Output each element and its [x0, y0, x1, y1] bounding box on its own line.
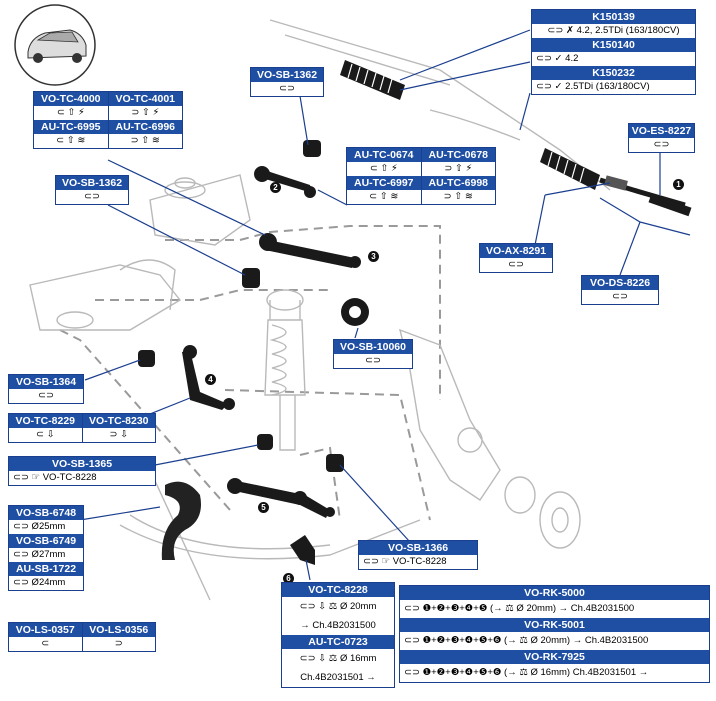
- tc8228-code[interactable]: VO-TC-8228: [282, 583, 394, 597]
- tc6995-desc: ⊂ ⇧ ≋: [34, 134, 108, 148]
- sb1364-code[interactable]: VO-SB-1364: [9, 375, 83, 389]
- sb1722-code[interactable]: AU-SB-1722: [9, 562, 83, 576]
- leader-lines: [79, 29, 691, 581]
- tc0674-desc: ⊂ ⇧ ⚡: [347, 162, 421, 176]
- label-rk-group: VO-RK-5000 ⊂⊃ ❶+❷+❸+❹+❺ (→ ⚖ Ø 20mm) → C…: [399, 585, 710, 683]
- tc6998-code[interactable]: AU-TC-6998: [420, 176, 495, 190]
- tc8228-desc1: ⊂⊃ ⇩ ⚖ Ø 20mm: [282, 597, 394, 617]
- ax8291-desc: ⊂⊃: [480, 258, 552, 272]
- sb1366-desc: ⊂⊃ ☞ VO-TC-8228: [359, 555, 477, 569]
- sb6749-desc: ⊂⊃ Ø27mm: [9, 548, 83, 562]
- label-k150-group: K150139 ⊂⊃ ✗ 4.2, 2.5TDi (163/180CV) K15…: [531, 9, 696, 95]
- tc8230-desc: ⊃ ⇩: [81, 428, 155, 442]
- es8227-code[interactable]: VO-ES-8227: [629, 124, 694, 138]
- ds8226-desc: ⊂⊃: [582, 290, 658, 304]
- sb10060-code[interactable]: VO-SB-10060: [334, 340, 412, 354]
- tc4001-desc: ⊃ ⇧ ⚡: [107, 106, 182, 120]
- label-sb10060: VO-SB-10060 ⊂⊃: [333, 339, 413, 369]
- sb10060-desc: ⊂⊃: [334, 354, 412, 368]
- suspension-parts: [138, 140, 369, 565]
- label-sb1362-top: VO-SB-1362 ⊂⊃: [250, 67, 324, 97]
- tc6997-desc: ⊂ ⇧ ≋: [347, 190, 421, 204]
- label-es8227: VO-ES-8227 ⊂⊃: [628, 123, 695, 153]
- callout-1: 1: [673, 179, 684, 190]
- tc6996-desc: ⊃ ⇧ ≋: [107, 134, 182, 148]
- sb6749-code[interactable]: VO-SB-6749: [9, 534, 83, 548]
- callout-3: 3: [368, 251, 379, 262]
- rk7925-desc: ⊂⊃ ❶+❷+❸+❹+❺+❻ (→ ⚖ Ø 16mm) Ch.4B2031501…: [400, 664, 709, 682]
- label-ax8291: VO-AX-8291 ⊂⊃: [479, 243, 553, 273]
- k150139-desc: ⊂⊃ ✗ 4.2, 2.5TDi (163/180CV): [532, 24, 695, 38]
- tc8229-desc: ⊂ ⇩: [9, 428, 82, 442]
- callout-4: 4: [205, 374, 216, 385]
- ax8291-code[interactable]: VO-AX-8291: [480, 244, 552, 258]
- tc6998-desc: ⊃ ⇧ ≋: [420, 190, 495, 204]
- k150232-desc: ⊂⊃ ✓ 2.5TDi (163/180CV): [532, 80, 695, 94]
- car-thumbnail: [14, 4, 96, 86]
- sb1362a-code[interactable]: VO-SB-1362: [251, 68, 323, 82]
- label-sb1366: VO-SB-1366 ⊂⊃ ☞ VO-TC-8228: [358, 540, 478, 570]
- tc8230-code[interactable]: VO-TC-8230: [81, 414, 155, 428]
- ls0357-code[interactable]: VO-LS-0357: [9, 623, 82, 637]
- k150139-code[interactable]: K150139: [532, 10, 695, 24]
- sb1362a-desc: ⊂⊃: [251, 82, 323, 96]
- tc6996-code[interactable]: AU-TC-6996: [107, 120, 182, 134]
- guide-lines: [59, 225, 441, 521]
- label-tc0674-group: AU-TC-0674 AU-TC-0678 ⊂ ⇧ ⚡ ⊃ ⇧ ⚡ AU-TC-…: [346, 147, 496, 205]
- callout-5: 5: [258, 502, 269, 513]
- label-ds8226: VO-DS-8226 ⊂⊃: [581, 275, 659, 305]
- rk5001-desc: ⊂⊃ ❶+❷+❸+❹+❺+❻ (→ ⚖ Ø 20mm) → Ch.4B20315…: [400, 632, 709, 650]
- sb6748-desc: ⊂⊃ Ø25mm: [9, 520, 83, 534]
- k150140-code[interactable]: K150140: [532, 38, 695, 52]
- rk5001-code[interactable]: VO-RK-5001: [400, 618, 709, 632]
- rk5000-desc: ⊂⊃ ❶+❷+❸+❹+❺ (→ ⚖ Ø 20mm) → Ch.4B2031500: [400, 600, 709, 618]
- tc4000-desc: ⊂ ⇧ ⚡: [34, 106, 108, 120]
- tc0723-desc1: ⊂⊃ ⇩ ⚖ Ø 16mm: [282, 649, 394, 669]
- sb1364-desc: ⊂⊃: [9, 389, 83, 403]
- tc4001-code[interactable]: VO-TC-4001: [107, 92, 182, 106]
- rk5000-code[interactable]: VO-RK-5000: [400, 586, 709, 600]
- tc8229-code[interactable]: VO-TC-8229: [9, 414, 82, 428]
- sb1365-desc: ⊂⊃ ☞ VO-TC-8228: [9, 471, 155, 485]
- tc0678-code[interactable]: AU-TC-0678: [420, 148, 495, 162]
- tc6995-code[interactable]: AU-TC-6995: [34, 120, 108, 134]
- callout-6: 6: [283, 573, 294, 584]
- ls0356-desc: ⊃: [81, 637, 155, 651]
- label-sb1362-left: VO-SB-1362 ⊂⊃: [55, 175, 129, 205]
- sb1366-code[interactable]: VO-SB-1366: [359, 541, 477, 555]
- k150232-code[interactable]: K150232: [532, 66, 695, 80]
- ds8226-code[interactable]: VO-DS-8226: [582, 276, 658, 290]
- sb6748-code[interactable]: VO-SB-6748: [9, 506, 83, 520]
- label-ls-group: VO-LS-0357 VO-LS-0356 ⊂ ⊃: [8, 622, 156, 652]
- label-tc4000-group: VO-TC-4000 VO-TC-4001 ⊂ ⇧ ⚡ ⊃ ⇧ ⚡ AU-TC-…: [33, 91, 183, 149]
- ls0356-code[interactable]: VO-LS-0356: [81, 623, 155, 637]
- sb1362b-code[interactable]: VO-SB-1362: [56, 176, 128, 190]
- label-sb1365: VO-SB-1365 ⊂⊃ ☞ VO-TC-8228: [8, 456, 156, 486]
- tc0723-desc2: Ch.4B2031501 →: [282, 669, 394, 687]
- steering-rack: [340, 60, 692, 217]
- tc4000-code[interactable]: VO-TC-4000: [34, 92, 108, 106]
- sb1722-desc: ⊂⊃ Ø24mm: [9, 576, 83, 590]
- tc0674-code[interactable]: AU-TC-0674: [347, 148, 421, 162]
- tc0678-desc: ⊃ ⇧ ⚡: [420, 162, 495, 176]
- ls0357-desc: ⊂: [9, 637, 82, 651]
- tc0723-code[interactable]: AU-TC-0723: [282, 635, 394, 649]
- tc6997-code[interactable]: AU-TC-6997: [347, 176, 421, 190]
- rk7925-code[interactable]: VO-RK-7925: [400, 650, 709, 664]
- tc8228-desc2: → Ch.4B2031500: [282, 617, 394, 635]
- label-tc8228-group: VO-TC-8228 ⊂⊃ ⇩ ⚖ Ø 20mm → Ch.4B2031500 …: [281, 582, 395, 688]
- label-sb1364: VO-SB-1364 ⊂⊃: [8, 374, 84, 404]
- sb1362b-desc: ⊂⊃: [56, 190, 128, 204]
- es8227-desc: ⊂⊃: [629, 138, 694, 152]
- sb1365-code[interactable]: VO-SB-1365: [9, 457, 155, 471]
- label-sb6748-group: VO-SB-6748 ⊂⊃ Ø25mm VO-SB-6749 ⊂⊃ Ø27mm …: [8, 505, 84, 591]
- label-tc8229-group: VO-TC-8229 VO-TC-8230 ⊂ ⇩ ⊃ ⇩: [8, 413, 156, 443]
- k150140-desc: ⊂⊃ ✓ 4.2: [532, 52, 695, 66]
- callout-2: 2: [270, 182, 281, 193]
